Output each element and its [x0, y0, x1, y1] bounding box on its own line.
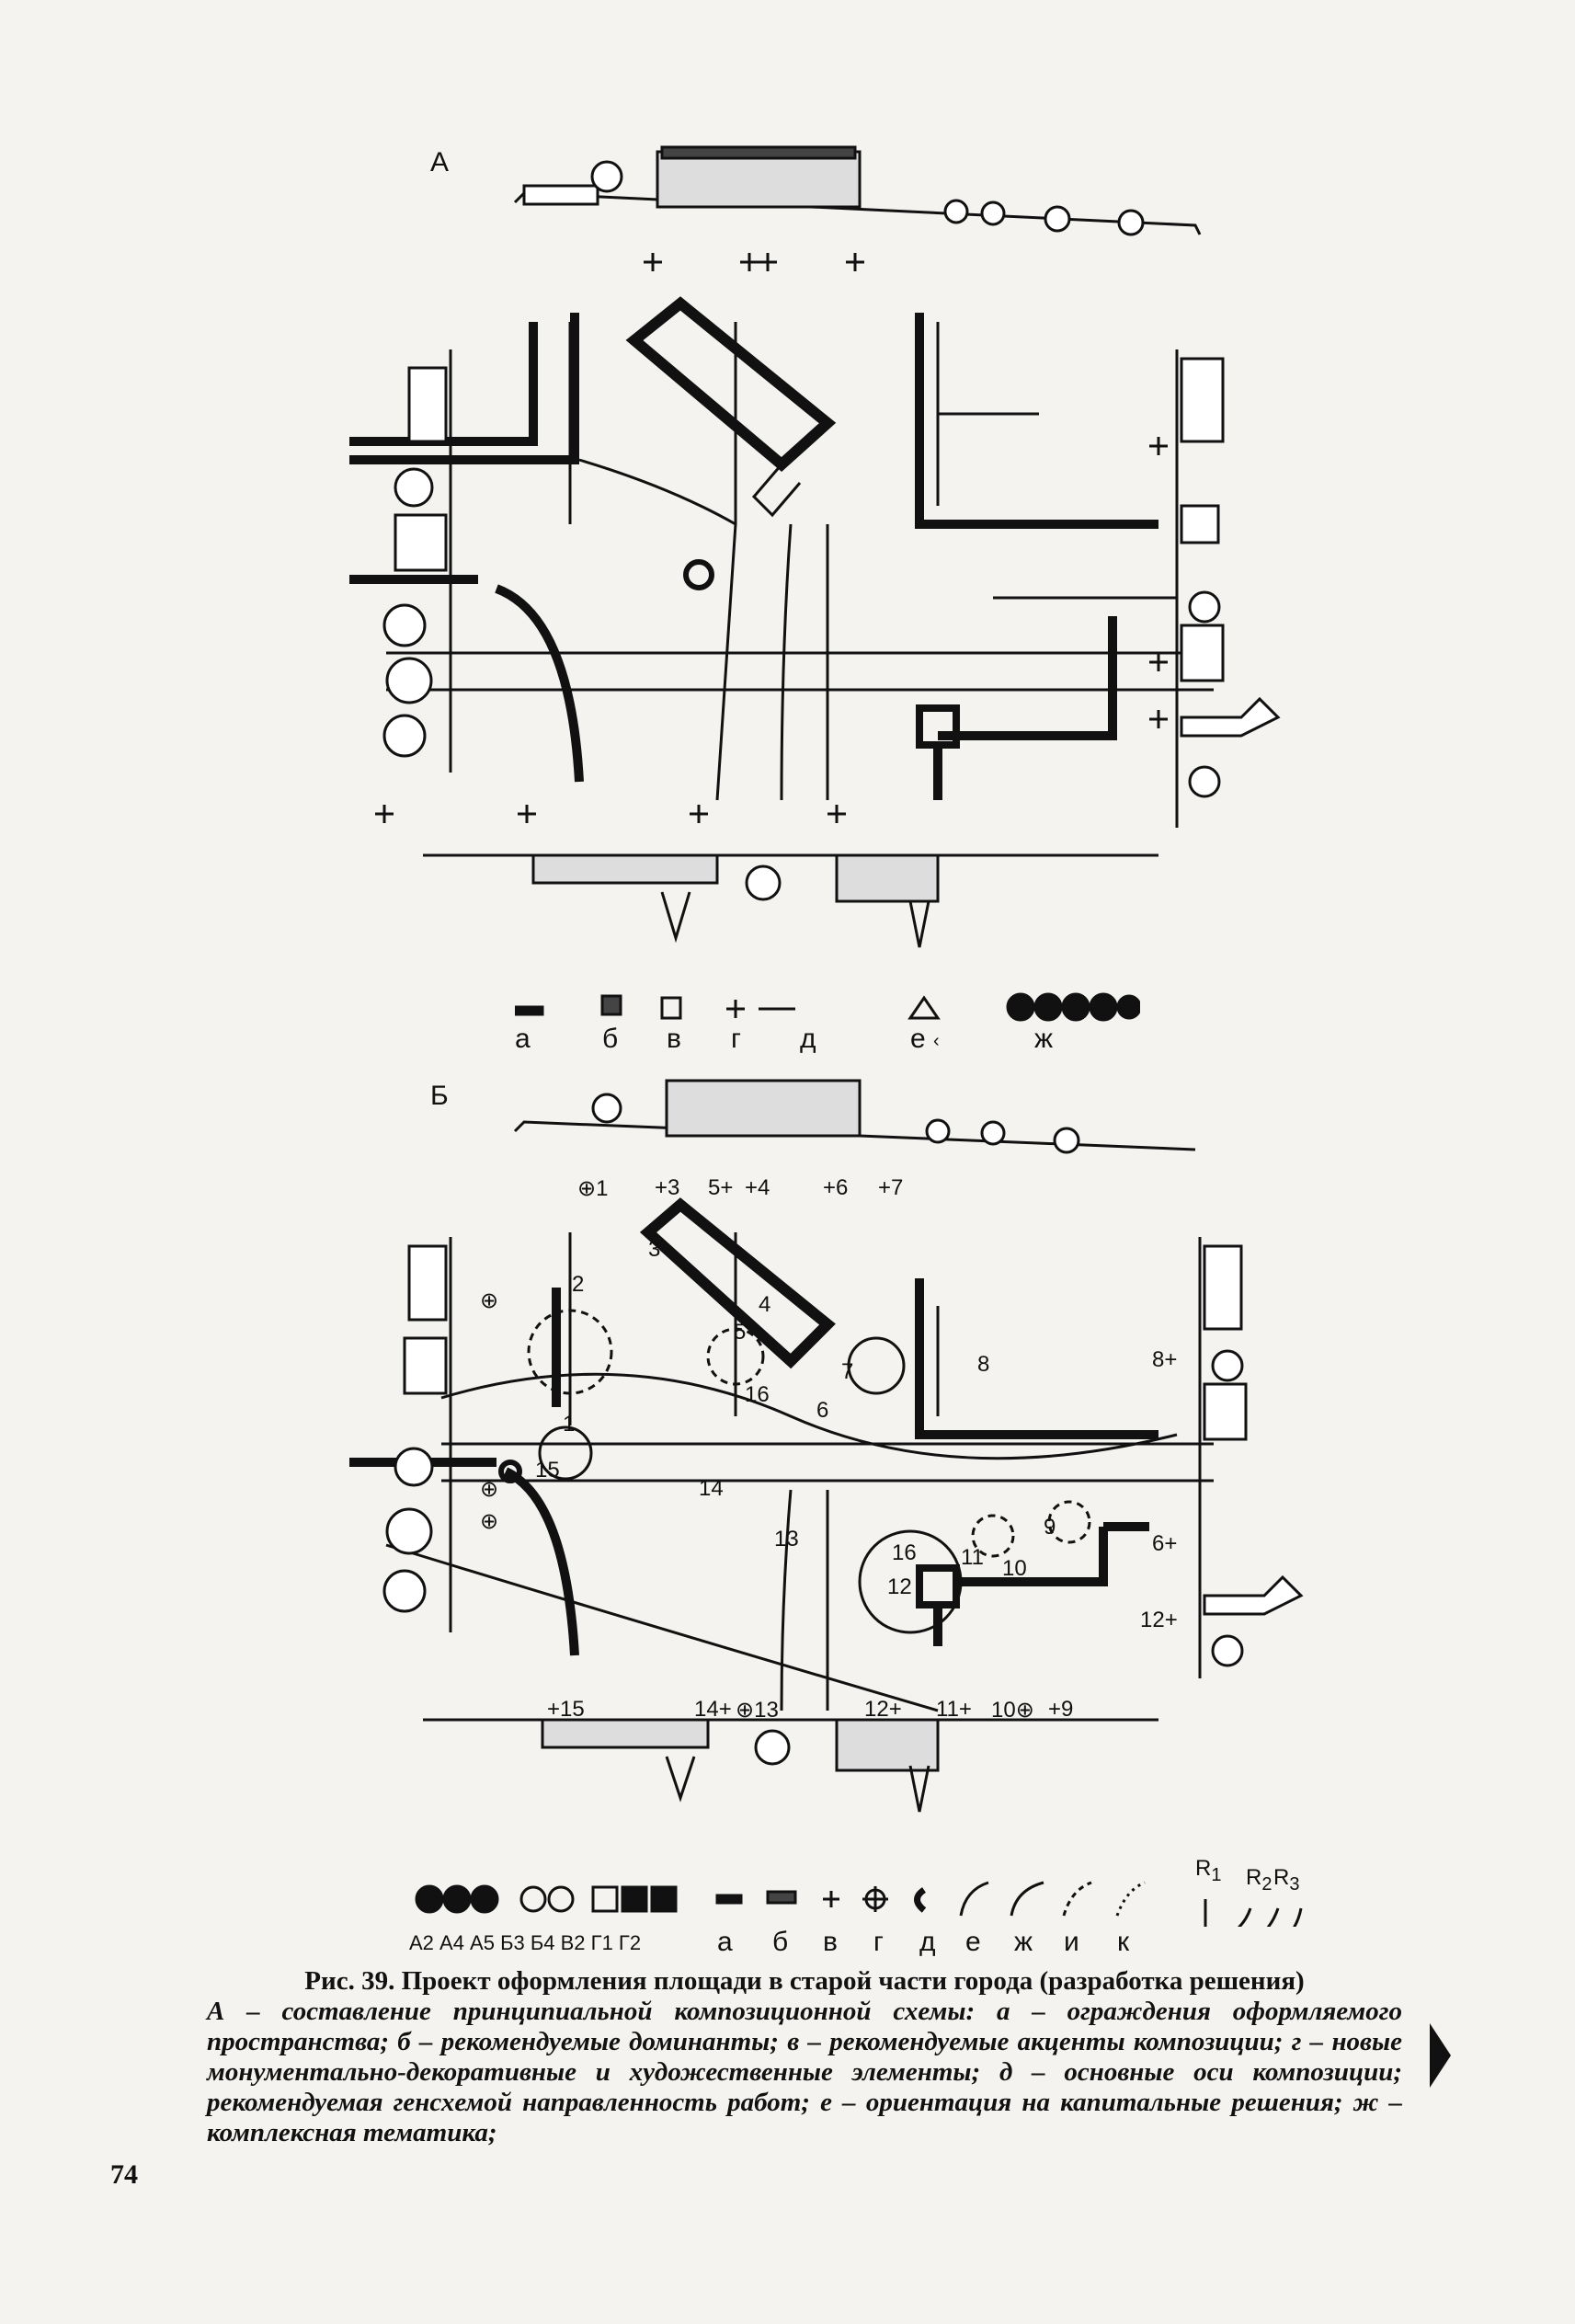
plan-label: 7: [841, 1359, 854, 1384]
plan-label: 5: [734, 1320, 747, 1345]
marker-bottom-10: 10⊕: [991, 1698, 1034, 1723]
legend-b-letter: ж: [1014, 1927, 1033, 1957]
plan-label: 6: [816, 1398, 829, 1423]
marker-left-cross: ⊕: [480, 1509, 499, 1534]
legend-a-fence-symbol: [515, 1005, 544, 1016]
legend-b-fence-symbol: [715, 1894, 743, 1905]
marker-left-cross: ⊕: [480, 1477, 499, 1502]
page-number: 74: [110, 2159, 138, 2190]
legend-a-dominant-symbol: [600, 994, 622, 1016]
marker-bottom-12: 12+: [864, 1697, 902, 1722]
marker-bottom-11: 11+: [936, 1697, 972, 1722]
figure-description: А – составление принципиальной композици…: [207, 1997, 1402, 2147]
legend-a-letter: в: [667, 1024, 681, 1054]
legend-a-letter: ж: [1034, 1024, 1054, 1054]
marker-top-1: ⊕1: [577, 1176, 609, 1201]
figure-title: Рис. 39. Проект оформления площади в ста…: [304, 1966, 1305, 1996]
plan-label: 4: [759, 1292, 771, 1317]
legend-a-letter: а: [515, 1024, 531, 1054]
panel-b-top-elevation: [513, 1079, 1196, 1154]
plan-label: 8: [977, 1352, 990, 1377]
legend-a-letter: е: [910, 1024, 926, 1054]
panel-a-left-elevation: [382, 349, 452, 773]
legend-a-letter: д: [800, 1024, 816, 1054]
panel-a-plan-drawing: [349, 296, 1214, 801]
legend-a-orientation-symbol: [907, 995, 941, 1020]
panel-b-letter: Б: [430, 1081, 449, 1111]
legend-b-symbols: [415, 1881, 1303, 1927]
panel-a-axis-markers-side: [375, 437, 1168, 823]
legend-b-letter: в: [823, 1927, 838, 1957]
marker-bottom-9: +9: [1048, 1697, 1074, 1722]
plan-label: 16: [892, 1540, 917, 1565]
legend-b-letter: е: [965, 1927, 981, 1957]
legend-a-letter: г: [731, 1024, 741, 1054]
legend-b-letters: а б в г д е ж и к: [409, 1927, 1237, 1963]
page-turn-mark-icon: [1430, 2023, 1451, 2088]
legend-b-letter: г: [873, 1927, 884, 1957]
legend-b-radius-2: R2: [1246, 1865, 1273, 1895]
legend-b-codes: А2 А4 А5 Б3 Б4 В2 Г1 Г2: [409, 1931, 642, 1954]
marker-top-5: 5+: [708, 1175, 734, 1200]
plan-label: 15: [535, 1458, 560, 1483]
legend-b-letter: а: [717, 1927, 733, 1957]
plan-label: 14: [699, 1476, 724, 1501]
panel-b-plan-drawing: [349, 1197, 1214, 1712]
legend-a-letter: б: [602, 1024, 619, 1054]
marker-left-cross: ⊕: [480, 1288, 499, 1313]
marker-top-3: +3: [655, 1175, 680, 1200]
plan-label: 1: [563, 1412, 576, 1437]
legend-a-accent-symbol: [660, 996, 682, 1020]
plan-label: 3: [648, 1237, 661, 1262]
marker-right-12: 12+: [1140, 1608, 1178, 1632]
plan-label: 10: [1002, 1556, 1027, 1581]
legend-b-letter: к: [1117, 1927, 1130, 1957]
panel-a-top-elevation: [513, 145, 1202, 236]
plan-label: 13: [774, 1527, 799, 1551]
legend-b-radius-1: R1: [1195, 1856, 1222, 1885]
plan-label: 9: [1044, 1515, 1056, 1540]
legend-a-element-symbol: [726, 1000, 745, 1018]
marker-top-7: +7: [878, 1175, 904, 1200]
legend-b-radius-3: R3: [1273, 1865, 1300, 1895]
legend-b-letter: д: [919, 1927, 936, 1957]
marker-bottom-14: 14+: [694, 1697, 732, 1722]
panel-a-letter: А: [430, 147, 450, 177]
panel-b-right-elevation: [1198, 1237, 1304, 1678]
legend-a-symbols: [515, 992, 1140, 1022]
figure-caption: Рис. 39. Проект оформления площади в ста…: [207, 1966, 1402, 2148]
panel-b-left-elevation: [382, 1237, 452, 1632]
plan-label: 16: [745, 1382, 770, 1407]
legend-b-letter: б: [772, 1927, 789, 1957]
panel-a-bottom-elevation: [423, 853, 1158, 948]
marker-bottom-15: +15: [547, 1697, 585, 1722]
legend-a-letters: а б в г д е ‹ ж: [515, 1024, 1158, 1060]
marker-bottom-13: ⊕13: [736, 1698, 779, 1723]
legend-b-theme-icon-1: [415, 1884, 444, 1914]
marker-right-8: 8+: [1152, 1347, 1178, 1372]
legend-a-theme-icon-1: [1006, 992, 1035, 1022]
panel-b-plan: [349, 1079, 1214, 1813]
legend-a-stray-mark: ‹: [933, 1031, 940, 1051]
legend-b-letter: и: [1064, 1927, 1079, 1957]
plan-label: 2: [572, 1272, 585, 1297]
marker-right-6: 6+: [1152, 1531, 1178, 1556]
marker-top-6: +6: [823, 1175, 849, 1200]
panel-b-bottom-elevation: [423, 1718, 1158, 1813]
plan-label: 11: [961, 1545, 984, 1570]
panel-a-plan: [349, 145, 1214, 948]
panel-a-axis-markers-top: [644, 253, 864, 271]
plan-label: 12: [887, 1574, 912, 1599]
panel-a-right-elevation: [1175, 349, 1281, 828]
marker-top-4: +4: [745, 1175, 770, 1200]
